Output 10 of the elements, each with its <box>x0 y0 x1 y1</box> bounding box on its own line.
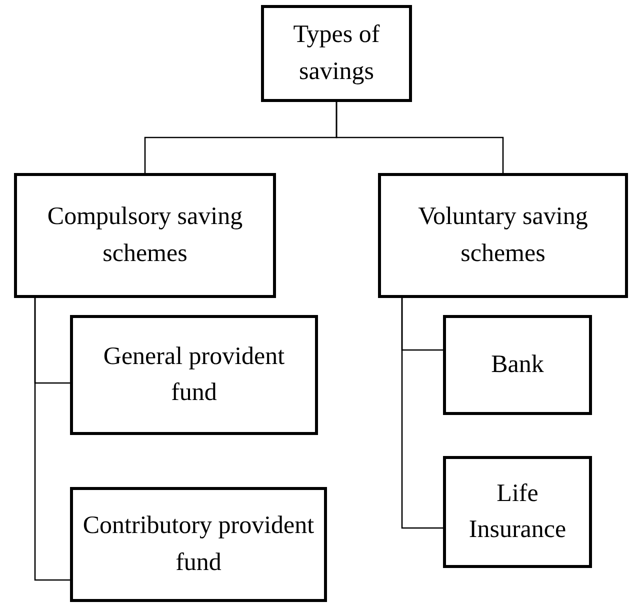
category-box: Contributory provident fund <box>70 487 327 602</box>
connector-line <box>336 102 504 173</box>
category-box: Bank <box>443 315 592 415</box>
category-box: Types of savings <box>261 5 412 102</box>
connector-line <box>401 298 443 529</box>
category-box: Compulsory saving schemes <box>14 173 276 298</box>
category-box: Life Insurance <box>443 456 592 568</box>
connector-line <box>34 298 70 581</box>
category-box: General provident fund <box>70 315 318 435</box>
category-box: Voluntary saving schemes <box>378 173 628 298</box>
